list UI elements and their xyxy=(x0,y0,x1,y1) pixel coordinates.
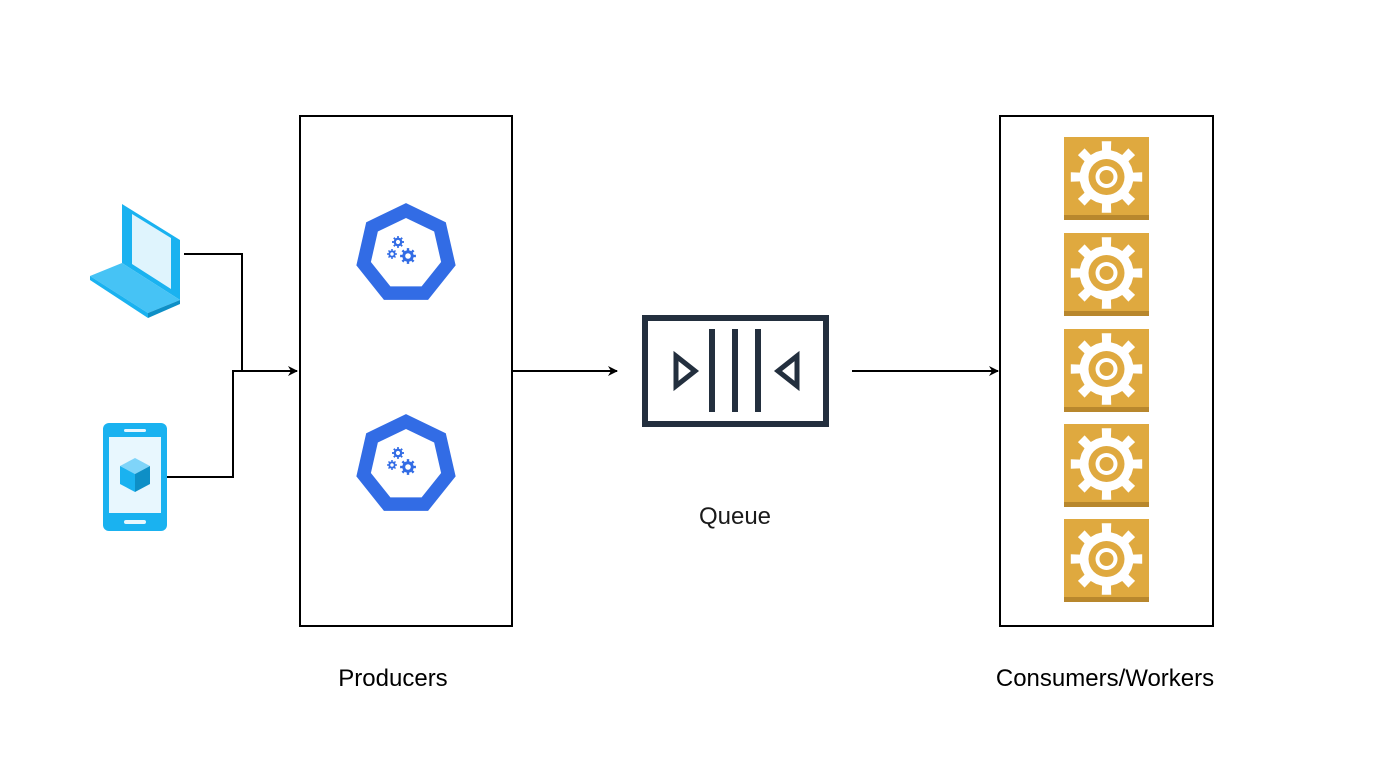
queue-icon xyxy=(642,315,829,427)
phone-connector xyxy=(167,366,298,478)
laptop-icon xyxy=(90,204,180,318)
worker-gear-icon xyxy=(1064,424,1149,507)
worker-gear-icon xyxy=(1064,329,1149,412)
mobile-phone-icon xyxy=(103,423,167,531)
kubernetes-api-icon: api xyxy=(354,412,458,513)
api-icon-text: api xyxy=(397,480,414,495)
laptop-connector xyxy=(184,253,260,372)
consumers-workers-label: Consumers/Workers xyxy=(995,665,1215,692)
producers-label: Producers xyxy=(338,665,448,692)
worker-gear-icon xyxy=(1064,233,1149,316)
kubernetes-api-icon: api xyxy=(354,201,458,302)
producers-box xyxy=(299,115,513,627)
worker-gear-icon xyxy=(1064,519,1149,602)
api-icon-text: api xyxy=(397,269,414,284)
queue-label: Queue xyxy=(698,503,772,530)
worker-gear-icon xyxy=(1064,137,1149,220)
client-connectors xyxy=(167,253,298,478)
